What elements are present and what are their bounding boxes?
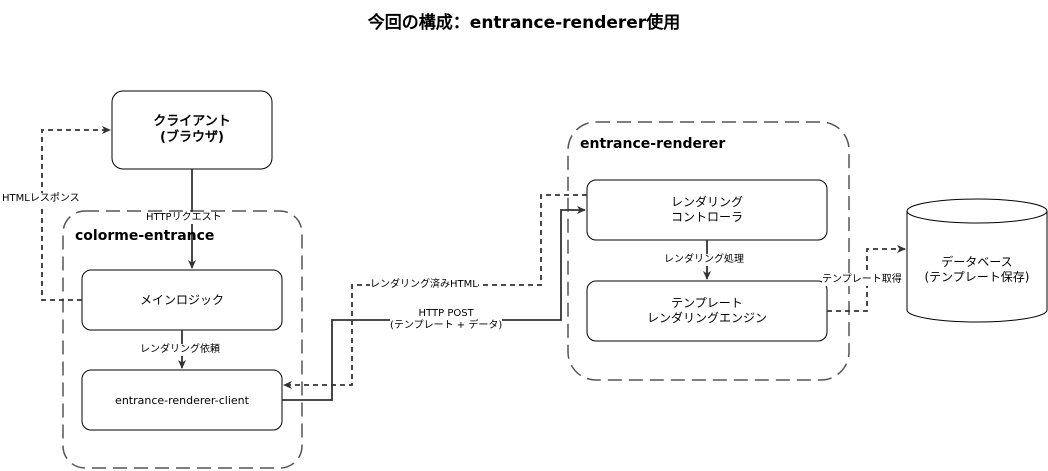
edge-label-rendered-html: レンダリング済みHTML (370, 279, 478, 291)
diagram-title: 今回の構成：entrance-renderer使用 (367, 13, 681, 33)
edge-label-http-request: HTTPリクエスト (146, 212, 222, 224)
group-entrance-renderer (567, 121, 850, 381)
node-database[interactable]: データベース(テンプレート保存) (907, 230, 1047, 310)
edge-label-html-response: HTMLレスポンス (2, 193, 80, 205)
node-database-line2: (テンプレート保存) (924, 270, 1030, 284)
node-database-line1: データベース (941, 255, 1013, 269)
edge-label-render-request: レンダリング依頼 (140, 344, 220, 356)
node-render-controller-line1: レンダリング (670, 195, 743, 209)
edge-rendered-html (283, 194, 587, 389)
edge-label-http-post-line1: HTTP POST (418, 308, 474, 319)
edge-html-response (41, 126, 111, 301)
node-template-engine-line2: レンダリングエンジン (646, 311, 767, 325)
edge-template-fetch (827, 245, 906, 312)
node-main-logic[interactable]: メインロジック (139, 292, 224, 307)
node-template-engine[interactable]: テンプレートレンダリングエンジン (587, 281, 827, 341)
node-client[interactable]: クライアント(ブラウザ) (112, 91, 272, 169)
node-client-line2: (ブラウザ) (160, 130, 224, 145)
node-renderer-client[interactable]: entrance-renderer-client (115, 393, 249, 407)
node-database-cylinder[interactable] (906, 198, 1048, 323)
node-template-engine-line1: テンプレート (671, 296, 743, 310)
group-colorme-entrance (62, 210, 303, 469)
group-entrance-renderer-label: entrance-renderer (580, 136, 726, 152)
node-render-controller[interactable]: レンダリングコントローラ (587, 180, 827, 240)
node-client-line1: クライアント (153, 114, 231, 129)
node-render-controller-line2: コントローラ (670, 210, 743, 224)
edge-label-template-fetch: テンプレート取得 (822, 274, 902, 286)
edge-label-render-process: レンダリング処理 (664, 254, 744, 266)
group-colorme-entrance-label: colorme-entrance (75, 228, 215, 244)
edge-label-http-post-line2: (テンプレート + データ) (390, 320, 503, 331)
edge-label-http-post: HTTP POST (テンプレート + データ) (390, 308, 503, 332)
edge-http-post (282, 206, 586, 401)
